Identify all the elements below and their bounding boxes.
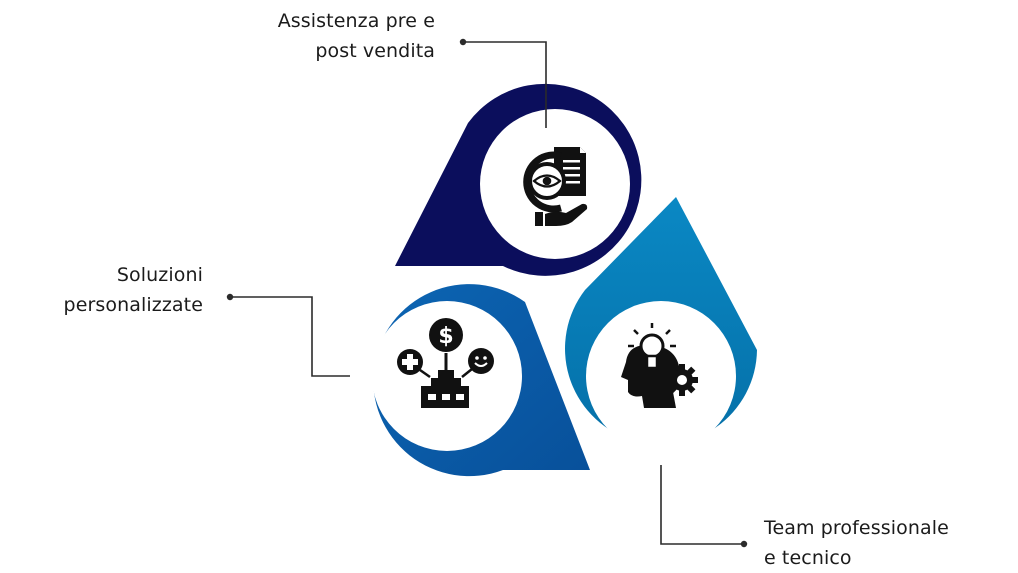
- drop-assistenza: [395, 83, 642, 276]
- head-lightbulb-gear-icon: [621, 323, 698, 408]
- label-assistenza-line-2: post vendita: [315, 40, 435, 62]
- label-soluzioni-line-1: Soluzioni: [116, 264, 203, 286]
- label-soluzioni-line-2: personalizzate: [63, 294, 203, 316]
- connector-top: [459, 38, 547, 128]
- label-assistenza-line-1: Assistenza pre e: [277, 10, 435, 32]
- label-team-line-2: e tecnico: [764, 547, 852, 569]
- business-options-icon: $: [397, 318, 494, 408]
- label-team: Team professionale e tecnico: [764, 513, 949, 573]
- svg-text:$: $: [438, 324, 453, 349]
- label-assistenza: Assistenza pre e post vendita: [278, 6, 435, 66]
- eye-document-hand-icon: [523, 147, 588, 226]
- drop-soluzioni: [372, 284, 590, 477]
- label-soluzioni: Soluzioni personalizzate: [64, 260, 203, 320]
- connector-right: [660, 465, 748, 548]
- label-team-line-1: Team professionale: [764, 517, 949, 539]
- connector-left: [226, 293, 350, 377]
